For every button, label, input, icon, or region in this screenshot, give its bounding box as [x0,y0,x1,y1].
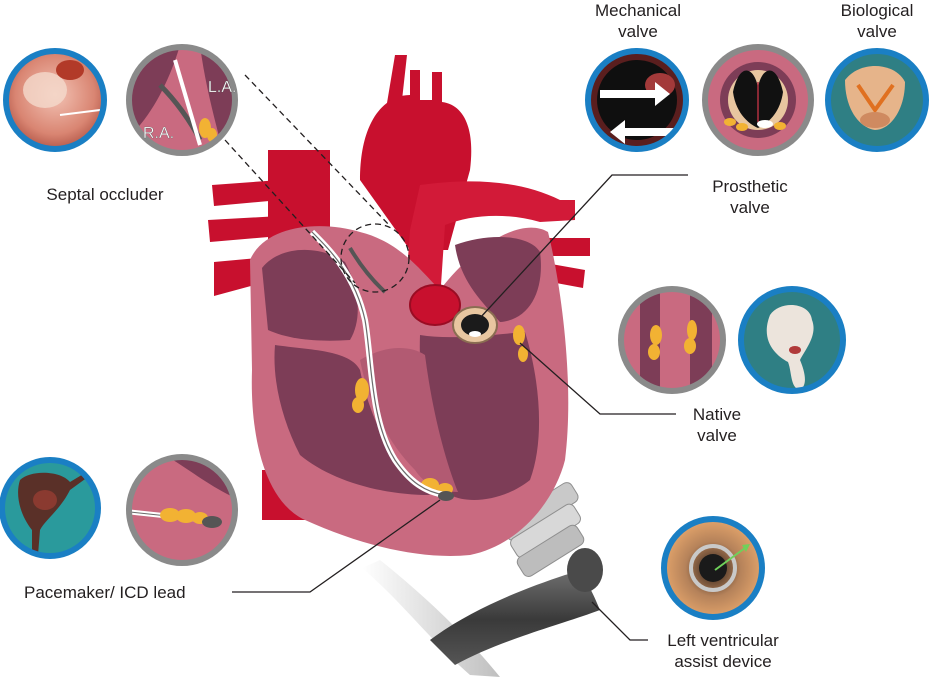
mechanical-valve-label-line1: Mechanical [595,1,681,20]
mechanical-valve-label: Mechanical valve [580,0,696,42]
pacemaker-lead-label: Pacemaker/ ICD lead [24,582,214,603]
lvad-pump-ring-3 [516,524,585,577]
septal-zoom-circle [340,223,410,293]
ra-label: R.A. [143,125,174,142]
lead-tip [438,491,454,501]
left-atrium [455,236,541,322]
native-valve-label-line2: valve [697,426,737,445]
mechanical-valve-photo [585,48,689,152]
biological-valve-label: Biological valve [818,0,936,42]
mechanical-valve-label-line2: valve [618,22,658,41]
lvad-photo [661,516,765,620]
pacemaker-lead-zoom [126,454,238,566]
biological-valve-label-line2: valve [857,22,897,41]
pacemaker-lead-photo [0,457,101,559]
prosthetic-valve-label: Prosthetic valve [694,176,806,218]
lvad-label: Left ventricular assist device [648,630,798,672]
leader-pacemaker [232,499,441,593]
aortic-root [409,284,461,326]
native-valve-label: Native valve [675,404,759,446]
right-atrium [262,249,358,341]
zoom-line-top [244,74,391,227]
native-valve-photo [738,286,846,394]
pacemaker-lead-label-text: Pacemaker/ ICD lead [24,583,186,602]
pulmonary-trunk [405,181,575,300]
mechanical-valve-zoom [702,44,814,156]
prosthetic-valve-in-heart [452,306,498,344]
leader-lvad [591,601,648,641]
leader-prosthetic [479,174,688,319]
septal-occluder-in-heart [348,246,387,294]
native-valve-label-line1: Native [692,405,742,424]
septal-occluder-photo [3,48,107,152]
heart [208,55,590,556]
lvad-outflow-tube [430,574,600,665]
leader-native [519,342,676,415]
lvad-label-line1: Left ventricular [667,631,779,650]
interventricular-septum [360,348,458,492]
prosthetic-valve-label-line2: valve [730,198,770,217]
lvad-label-line2: assist device [674,652,772,671]
la-label: L.A. [208,79,236,96]
septal-occluder-label: Septal occluder [30,184,180,205]
aortic-arch-top [385,55,407,118]
prosthetic-valve-label-line1: Prosthetic [712,177,788,196]
zoom-line-bottom [224,139,356,284]
lvad-tube-end [567,548,603,592]
septal-occluder-zoom [126,44,238,156]
biological-valve-photo [825,48,929,152]
left-ventricle [419,332,540,500]
biological-valve-label-line1: Biological [840,1,914,20]
septal-occluder-label-text: Septal occluder [46,185,164,204]
native-valve-zoom [618,286,726,394]
